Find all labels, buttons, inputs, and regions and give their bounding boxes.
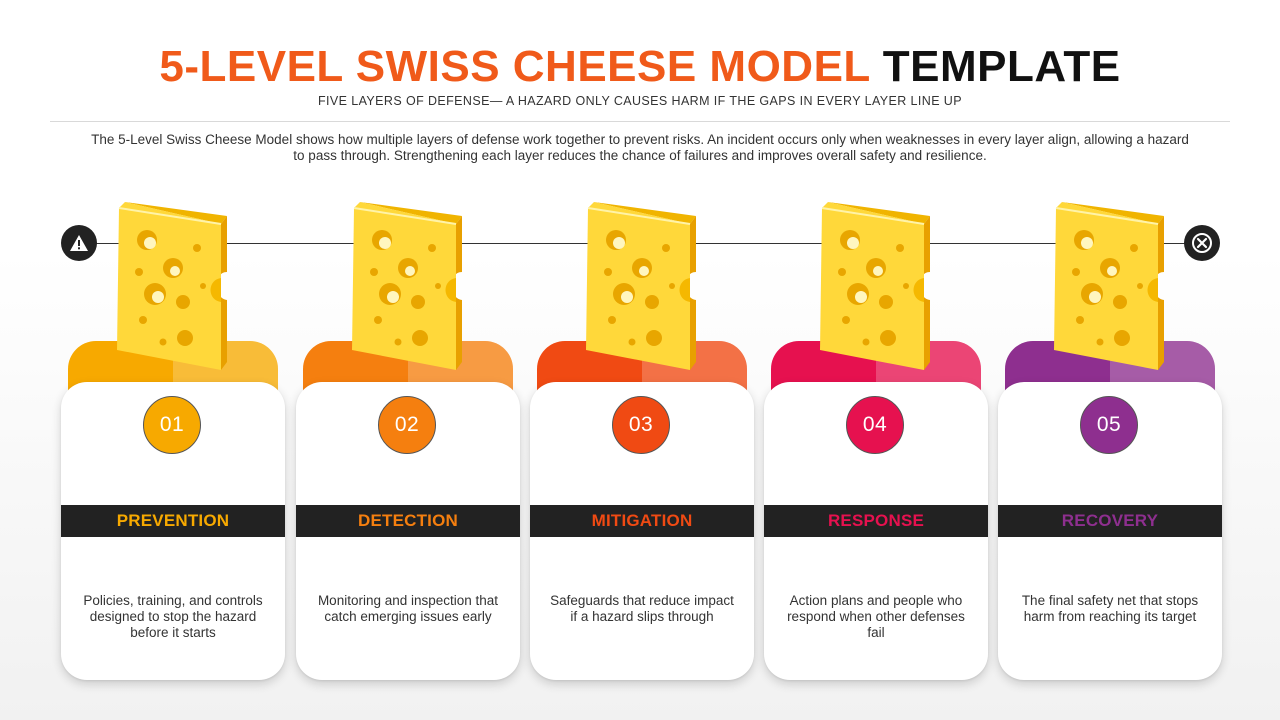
cheese-slice-icon [1054,202,1164,370]
layer-number-badge: 04 [846,396,904,454]
layer-title: PREVENTION [61,505,285,537]
blocked-x-icon [1184,225,1220,261]
warning-icon [61,225,97,261]
page-subtitle: FIVE LAYERS OF DEFENSE— A HAZARD ONLY CA… [318,94,962,108]
title-accent: 5-LEVEL SWISS CHEESE MODEL [159,42,871,91]
cheese-slice-icon [820,202,930,370]
layer-card: 04 RESPONSE Action plans and people who … [764,382,988,680]
layer-card: 05 RECOVERY The final safety net that st… [998,382,1222,680]
layer-title: RESPONSE [764,505,988,537]
layer-description: Monitoring and inspection that catch eme… [317,593,499,624]
title-rest: TEMPLATE [882,42,1121,91]
cheese-slice-icon [352,202,462,370]
layer-description: Policies, training, and controls designe… [83,593,263,640]
layer-title: MITIGATION [530,505,754,537]
layer-number-badge: 03 [612,396,670,454]
page-description: The 5-Level Swiss Cheese Model shows how… [91,132,1189,163]
layer-card: 02 DETECTION Monitoring and inspection t… [296,382,520,680]
layer-title: RECOVERY [998,505,1222,537]
layer-description: Action plans and people who respond when… [787,593,965,640]
layer-stage-prevention: 01 PREVENTION Policies, training, and co… [61,0,285,720]
layer-number-badge: 02 [378,396,436,454]
layer-card: 01 PREVENTION Policies, training, and co… [61,382,285,680]
layer-title: DETECTION [296,505,520,537]
layer-description: The final safety net that stops harm fro… [1021,593,1199,624]
layer-stage-response: 04 RESPONSE Action plans and people who … [764,0,988,720]
layer-stage-detection: 02 DETECTION Monitoring and inspection t… [296,0,520,720]
layer-number-badge: 01 [143,396,201,454]
layer-stage-recovery: 05 RECOVERY The final safety net that st… [998,0,1222,720]
page-title: 5-LEVEL SWISS CHEESE MODEL TEMPLATE [0,41,1280,93]
header-divider [50,121,1230,122]
layer-stage-mitigation: 03 MITIGATION Safeguards that reduce imp… [530,0,754,720]
layer-card: 03 MITIGATION Safeguards that reduce imp… [530,382,754,680]
cheese-slice-icon [117,202,227,370]
layer-description: Safeguards that reduce impact if a hazar… [550,593,734,624]
cheese-slice-icon [586,202,696,370]
layer-number-badge: 05 [1080,396,1138,454]
